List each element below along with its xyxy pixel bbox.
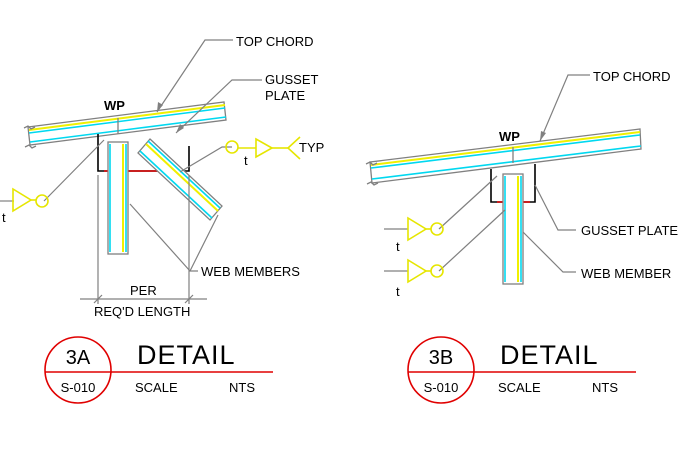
fillet-weld-symbol-icon [407, 216, 444, 242]
diagonal-web-member-3a [137, 138, 223, 221]
scale-value-3a: NTS [229, 380, 255, 395]
scale-value-3b: NTS [592, 380, 618, 395]
detail-title-3b: DETAIL [500, 340, 599, 370]
scale-label-3a: SCALE [135, 380, 178, 395]
weld-leader-upper-3b [438, 175, 498, 230]
web-leader-upper-3a [129, 203, 191, 272]
web-members-label-3a: WEB MEMBERS [201, 264, 300, 279]
weld-leader-lower-3b [438, 209, 506, 272]
weld-t-label-right-3a: t [244, 153, 248, 168]
fillet-weld-symbol-icon [407, 258, 444, 284]
top-chord-leader-3a [156, 39, 233, 113]
wp-label-3b: WP [499, 129, 520, 144]
weld-t-label-left-3a: t [2, 210, 6, 225]
fillet-weld-symbol-icon [12, 187, 49, 213]
gusset-leader-3b [534, 184, 576, 231]
left-weld-leader-3a [43, 139, 105, 202]
typ-label-3a: TYP [299, 140, 324, 155]
web-leader-lower-3a [189, 214, 219, 272]
detail-title-3a: DETAIL [137, 340, 236, 370]
wp-label-3a: WP [104, 98, 125, 113]
top-chord-leader-3b [539, 74, 590, 142]
top-chord-3b [365, 128, 642, 186]
top-chord-label-3a: TOP CHORD [236, 34, 314, 49]
typ-weld-leader-3a [179, 146, 232, 173]
bubble-sheet-3b: S-010 [424, 380, 459, 395]
top-chord-label-3b: TOP CHORD [593, 69, 671, 84]
detail-3b: TOP CHORD WP GUSSET PLATE WEB MEMBER t t… [365, 69, 678, 404]
fillet-weld-symbol-icon [225, 136, 301, 160]
weld-t-label-lower-3b: t [396, 284, 400, 299]
detail-bubble-icon [407, 336, 636, 404]
detail-3a: TOP CHORD GUSSET PLATE WP TYP t t WEB ME… [0, 34, 324, 404]
gusset-label-line1-3a: GUSSET [265, 72, 319, 87]
bubble-sheet-3a: S-010 [61, 380, 96, 395]
top-chord-3a [23, 101, 227, 149]
weld-t-label-upper-3b: t [396, 239, 400, 254]
bubble-number-3a: 3A [66, 347, 91, 369]
per-label-3a: PER [130, 283, 157, 298]
scale-label-3b: SCALE [498, 380, 541, 395]
vertical-web-member-3a [107, 141, 129, 255]
web-member-label-3b: WEB MEMBER [581, 266, 671, 281]
gusset-plate-label-3b: GUSSET PLATE [581, 223, 678, 238]
gusset-leader-3a [175, 79, 262, 134]
gusset-label-line2-3a: PLATE [265, 88, 306, 103]
bubble-number-3b: 3B [429, 347, 453, 369]
reqd-length-label-3a: REQ'D LENGTH [94, 304, 190, 319]
web-leader-3b [522, 231, 576, 273]
detail-bubble-icon [44, 336, 273, 404]
vertical-web-member-3b [502, 173, 524, 285]
